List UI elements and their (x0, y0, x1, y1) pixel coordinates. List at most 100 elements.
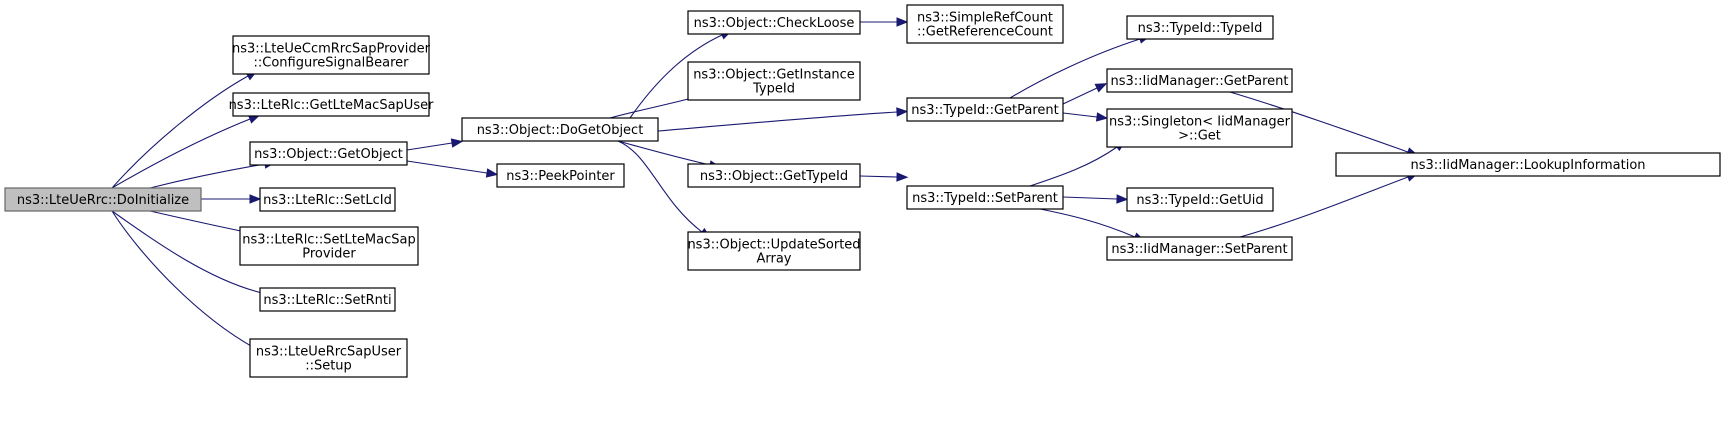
node-label: ns3::IidManager::LookupInformation (1410, 158, 1645, 173)
edge-line (1062, 112, 1098, 118)
edge-line (111, 118, 251, 189)
node-n16[interactable]: ns3::TypeId::SetParent (906, 185, 1064, 210)
node-n20[interactable]: ns3::TypeId::GetUid (1126, 187, 1274, 212)
node-label: ns3::IidManager::SetParent (1111, 242, 1287, 257)
node-box[interactable] (906, 97, 1064, 122)
node-label: ns3::LteUeCcmRrcSapProvider (232, 42, 431, 57)
node-box[interactable] (1335, 152, 1721, 177)
node-label: ::GetReferenceCount (917, 25, 1053, 40)
node-n21[interactable]: ns3::IidManager::SetParent (1106, 236, 1293, 261)
node-box[interactable] (687, 10, 861, 35)
node-n22[interactable]: ns3::IidManager::LookupInformation (1335, 152, 1721, 177)
node-n1[interactable]: ns3::LteUeCcmRrcSapProvider::ConfigureSi… (232, 35, 431, 75)
node-box[interactable] (687, 231, 861, 271)
node-box[interactable] (1126, 187, 1274, 212)
edge-line (1239, 176, 1409, 238)
node-n6[interactable]: ns3::LteRlc::SetRnti (259, 287, 396, 312)
node-n9[interactable]: ns3::PeekPointer (496, 163, 625, 188)
node-label: >::Get (1178, 129, 1221, 144)
node-n2[interactable]: ns3::LteRlc::GetLteMacSapUser (229, 92, 435, 117)
node-label: ns3::PeekPointer (506, 169, 615, 184)
edge-line (617, 140, 703, 233)
node-n8[interactable]: ns3::Object::DoGetObject (461, 117, 659, 142)
node-label: ns3::Object::UpdateSorted (687, 238, 860, 253)
edge-arrowhead (896, 107, 909, 117)
edge-arrowhead (1094, 83, 1108, 93)
edge-arrowhead (1116, 194, 1129, 204)
node-n3[interactable]: ns3::Object::GetObject (249, 141, 408, 166)
node-n14[interactable]: ns3::SimpleRefCount::GetReferenceCount (906, 4, 1064, 44)
node-box[interactable] (232, 35, 430, 75)
node-n7[interactable]: ns3::LteUeRrcSapUser::Setup (249, 338, 408, 378)
edge-n0-n1 (111, 70, 258, 189)
node-box[interactable] (249, 141, 408, 166)
node-box[interactable] (1106, 108, 1293, 148)
node-box[interactable] (1106, 236, 1293, 261)
edge-arrowhead (896, 172, 909, 182)
node-box[interactable] (1126, 15, 1274, 40)
node-n15[interactable]: ns3::TypeId::GetParent (906, 97, 1064, 122)
edge-arrowhead (896, 17, 909, 27)
node-box[interactable] (249, 338, 408, 378)
node-box[interactable] (1106, 68, 1293, 93)
node-label: ns3::IidManager::GetParent (1110, 74, 1288, 89)
node-label: Provider (302, 247, 356, 262)
node-box[interactable] (259, 187, 396, 212)
node-n17[interactable]: ns3::TypeId::TypeId (1126, 15, 1274, 40)
edge-line (629, 34, 723, 119)
edge-n12-n16 (859, 172, 909, 182)
node-label: ::ConfigureSignalBearer (254, 56, 410, 71)
edge-n16-n21 (1039, 208, 1146, 242)
node-label: ns3::Object::GetInstance (693, 68, 855, 83)
node-n18[interactable]: ns3::IidManager::GetParent (1106, 68, 1293, 93)
node-n10[interactable]: ns3::Object::CheckLoose (687, 10, 861, 35)
node-label: ::Setup (305, 359, 352, 374)
node-n0[interactable]: ns3::LteUeRrc::DoInitialize (4, 187, 202, 212)
node-box[interactable] (687, 61, 861, 101)
node-box[interactable] (496, 163, 625, 188)
node-label: Array (756, 252, 791, 267)
edge-line (617, 140, 711, 166)
edge-arrowhead (1095, 112, 1109, 122)
node-label: ns3::TypeId::TypeId (1138, 21, 1263, 36)
node-n19[interactable]: ns3::Singleton< IidManager>::Get (1106, 108, 1293, 148)
node-label: ns3::LteUeRrc::DoInitialize (17, 193, 189, 208)
edge-line (657, 111, 898, 132)
edge-line (859, 175, 898, 178)
node-label: ns3::TypeId::GetUid (1136, 193, 1263, 208)
edge-line (111, 75, 249, 189)
node-box[interactable] (461, 117, 659, 142)
node-n12[interactable]: ns3::Object::GetTypeId (687, 163, 861, 188)
node-label: ns3::Object::GetTypeId (700, 169, 848, 184)
edge-line (111, 210, 263, 353)
edge-n8-n13 (617, 140, 712, 239)
node-label: ns3::LteRlc::SetLteMacSap (242, 233, 415, 248)
node-label: ns3::Object::GetObject (254, 147, 403, 162)
node-n4[interactable]: ns3::LteRlc::SetLcId (259, 187, 396, 212)
node-label: ns3::Singleton< IidManager (1109, 115, 1291, 130)
edge-n15-n18 (1062, 83, 1108, 105)
edge-line (406, 160, 488, 174)
node-box[interactable] (259, 287, 396, 312)
node-box[interactable] (687, 163, 861, 188)
node-box[interactable] (906, 185, 1064, 210)
edge-n10-n14 (860, 17, 909, 27)
node-box[interactable] (232, 92, 430, 117)
node-box[interactable] (4, 187, 202, 212)
node-label: ns3::LteUeRrcSapUser (256, 345, 402, 360)
edge-n16-n19 (1029, 140, 1127, 187)
edge-n3-n9 (406, 160, 499, 178)
edge-line (1062, 87, 1098, 105)
edge-n15-n19 (1062, 112, 1109, 122)
node-label: ns3::Object::CheckLoose (694, 16, 855, 31)
node-label: ns3::LteRlc::SetRnti (263, 293, 391, 308)
edge-line (406, 142, 453, 151)
node-box[interactable] (239, 226, 419, 266)
edge-line (1039, 208, 1136, 238)
edge-n0-n4 (201, 194, 262, 204)
node-box[interactable] (906, 4, 1064, 44)
